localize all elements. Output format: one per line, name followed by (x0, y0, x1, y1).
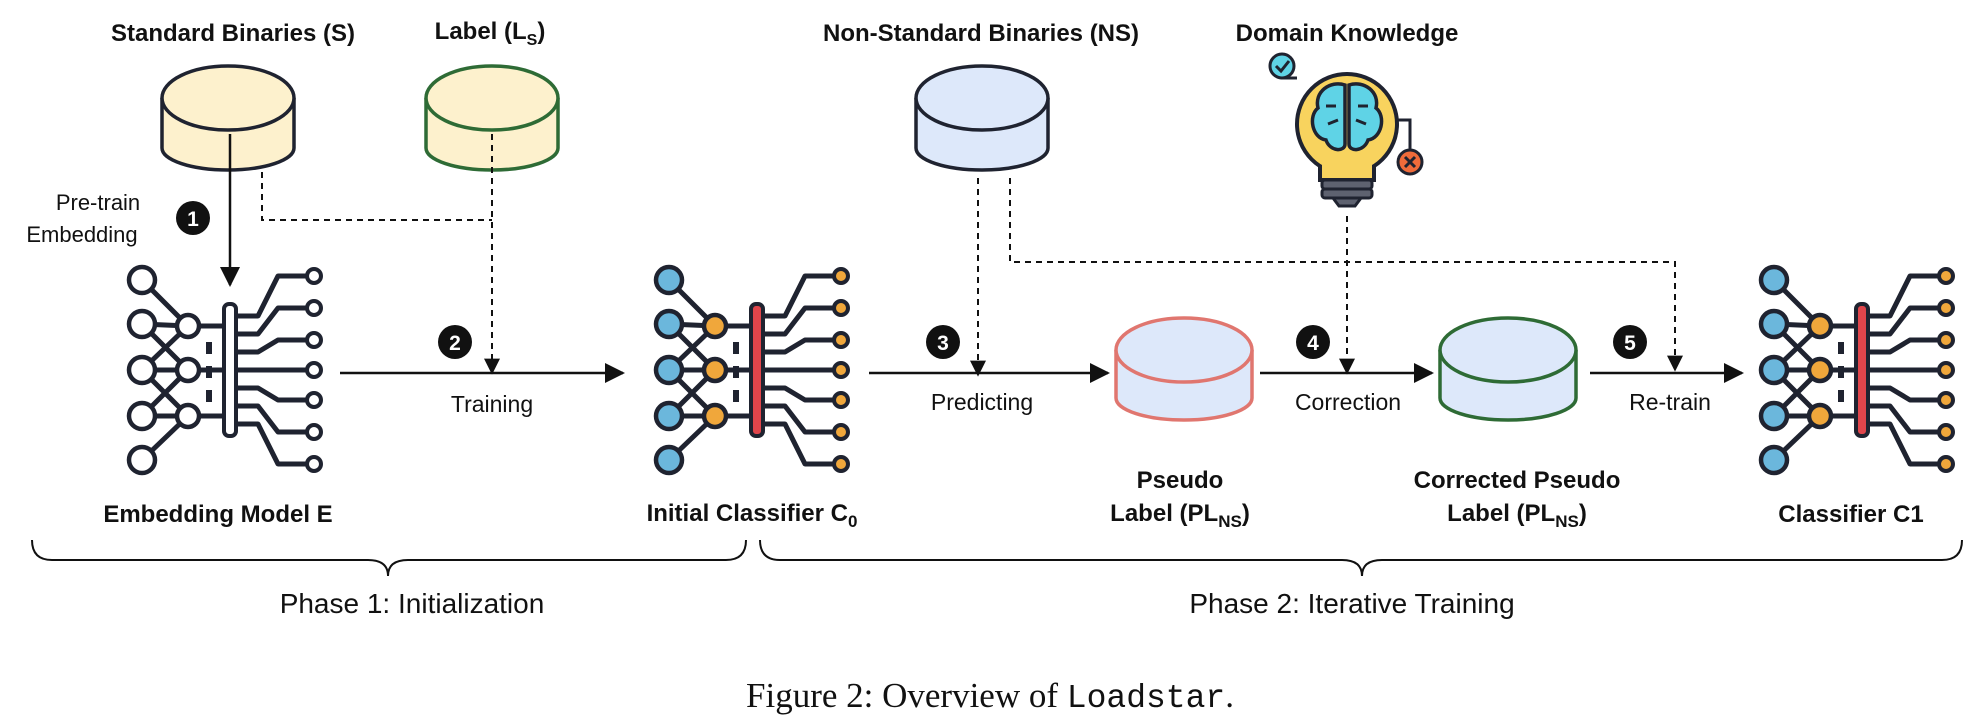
pseudo-label-database-icon (1114, 316, 1254, 422)
label-ls-label: Label (LS) (435, 18, 546, 49)
standard-binaries-label: Standard Binaries (S) (111, 20, 355, 47)
predicting-label: Predicting (931, 389, 1033, 415)
step-2-badge: 2 (438, 325, 472, 359)
initial-classifier-network-icon (653, 264, 850, 476)
nonstandard-binaries-database-icon (914, 64, 1050, 172)
pseudo-label-line2: Label (PLNS) (1110, 500, 1250, 531)
phase-2-brace (759, 539, 1963, 577)
step-4-badge: 4 (1296, 325, 1330, 359)
phase-1-label: Phase 1: Initialization (280, 588, 545, 619)
pretrain-label-line2: Embedding (26, 222, 137, 247)
initial-classifier-label: Initial Classifier C0 (647, 500, 858, 531)
step-5-badge: 5 (1613, 325, 1647, 359)
lightbulb-brain-icon (1268, 52, 1424, 208)
svg-text:4: 4 (1307, 332, 1319, 355)
final-classifier-network-icon (1758, 264, 1955, 476)
phase-2-label: Phase 2: Iterative Training (1189, 588, 1514, 619)
standard-binaries-database-icon (160, 64, 296, 172)
final-classifier-label: Classifier C1 (1778, 501, 1923, 528)
nonstandard-to-retrain-dashed-arrow (1009, 178, 1683, 372)
embedding-model-label: Embedding Model E (103, 501, 332, 528)
pretrain-label-line1: Pre-train (56, 190, 140, 215)
corrected-pseudo-label-database-icon (1438, 316, 1578, 422)
pseudo-label-line1: Pseudo (1137, 467, 1224, 494)
step-3-badge: 3 (926, 325, 960, 359)
correction-label: Correction (1295, 389, 1401, 415)
corrected-pseudo-label-line1: Corrected Pseudo (1414, 467, 1621, 494)
svg-text:2: 2 (449, 332, 461, 355)
phase-1-brace (31, 539, 747, 577)
standard-to-training-dashed-line (261, 172, 492, 221)
training-label: Training (451, 391, 533, 417)
nonstandard-binaries-label: Non-Standard Binaries (NS) (823, 20, 1139, 47)
label-ls-database-icon (424, 64, 560, 172)
svg-text:1: 1 (187, 208, 199, 231)
domain-knowledge-label: Domain Knowledge (1236, 20, 1459, 47)
figure-caption: Figure 2: Overview of Loadstar. (746, 676, 1234, 717)
svg-text:3: 3 (937, 332, 949, 355)
embedding-model-network-icon (126, 264, 323, 476)
step-1-badge: 1 (176, 201, 210, 235)
corrected-pseudo-label-line2: Label (PLNS) (1447, 500, 1587, 531)
retrain-label: Re-train (1629, 389, 1711, 415)
svg-text:5: 5 (1624, 332, 1636, 355)
